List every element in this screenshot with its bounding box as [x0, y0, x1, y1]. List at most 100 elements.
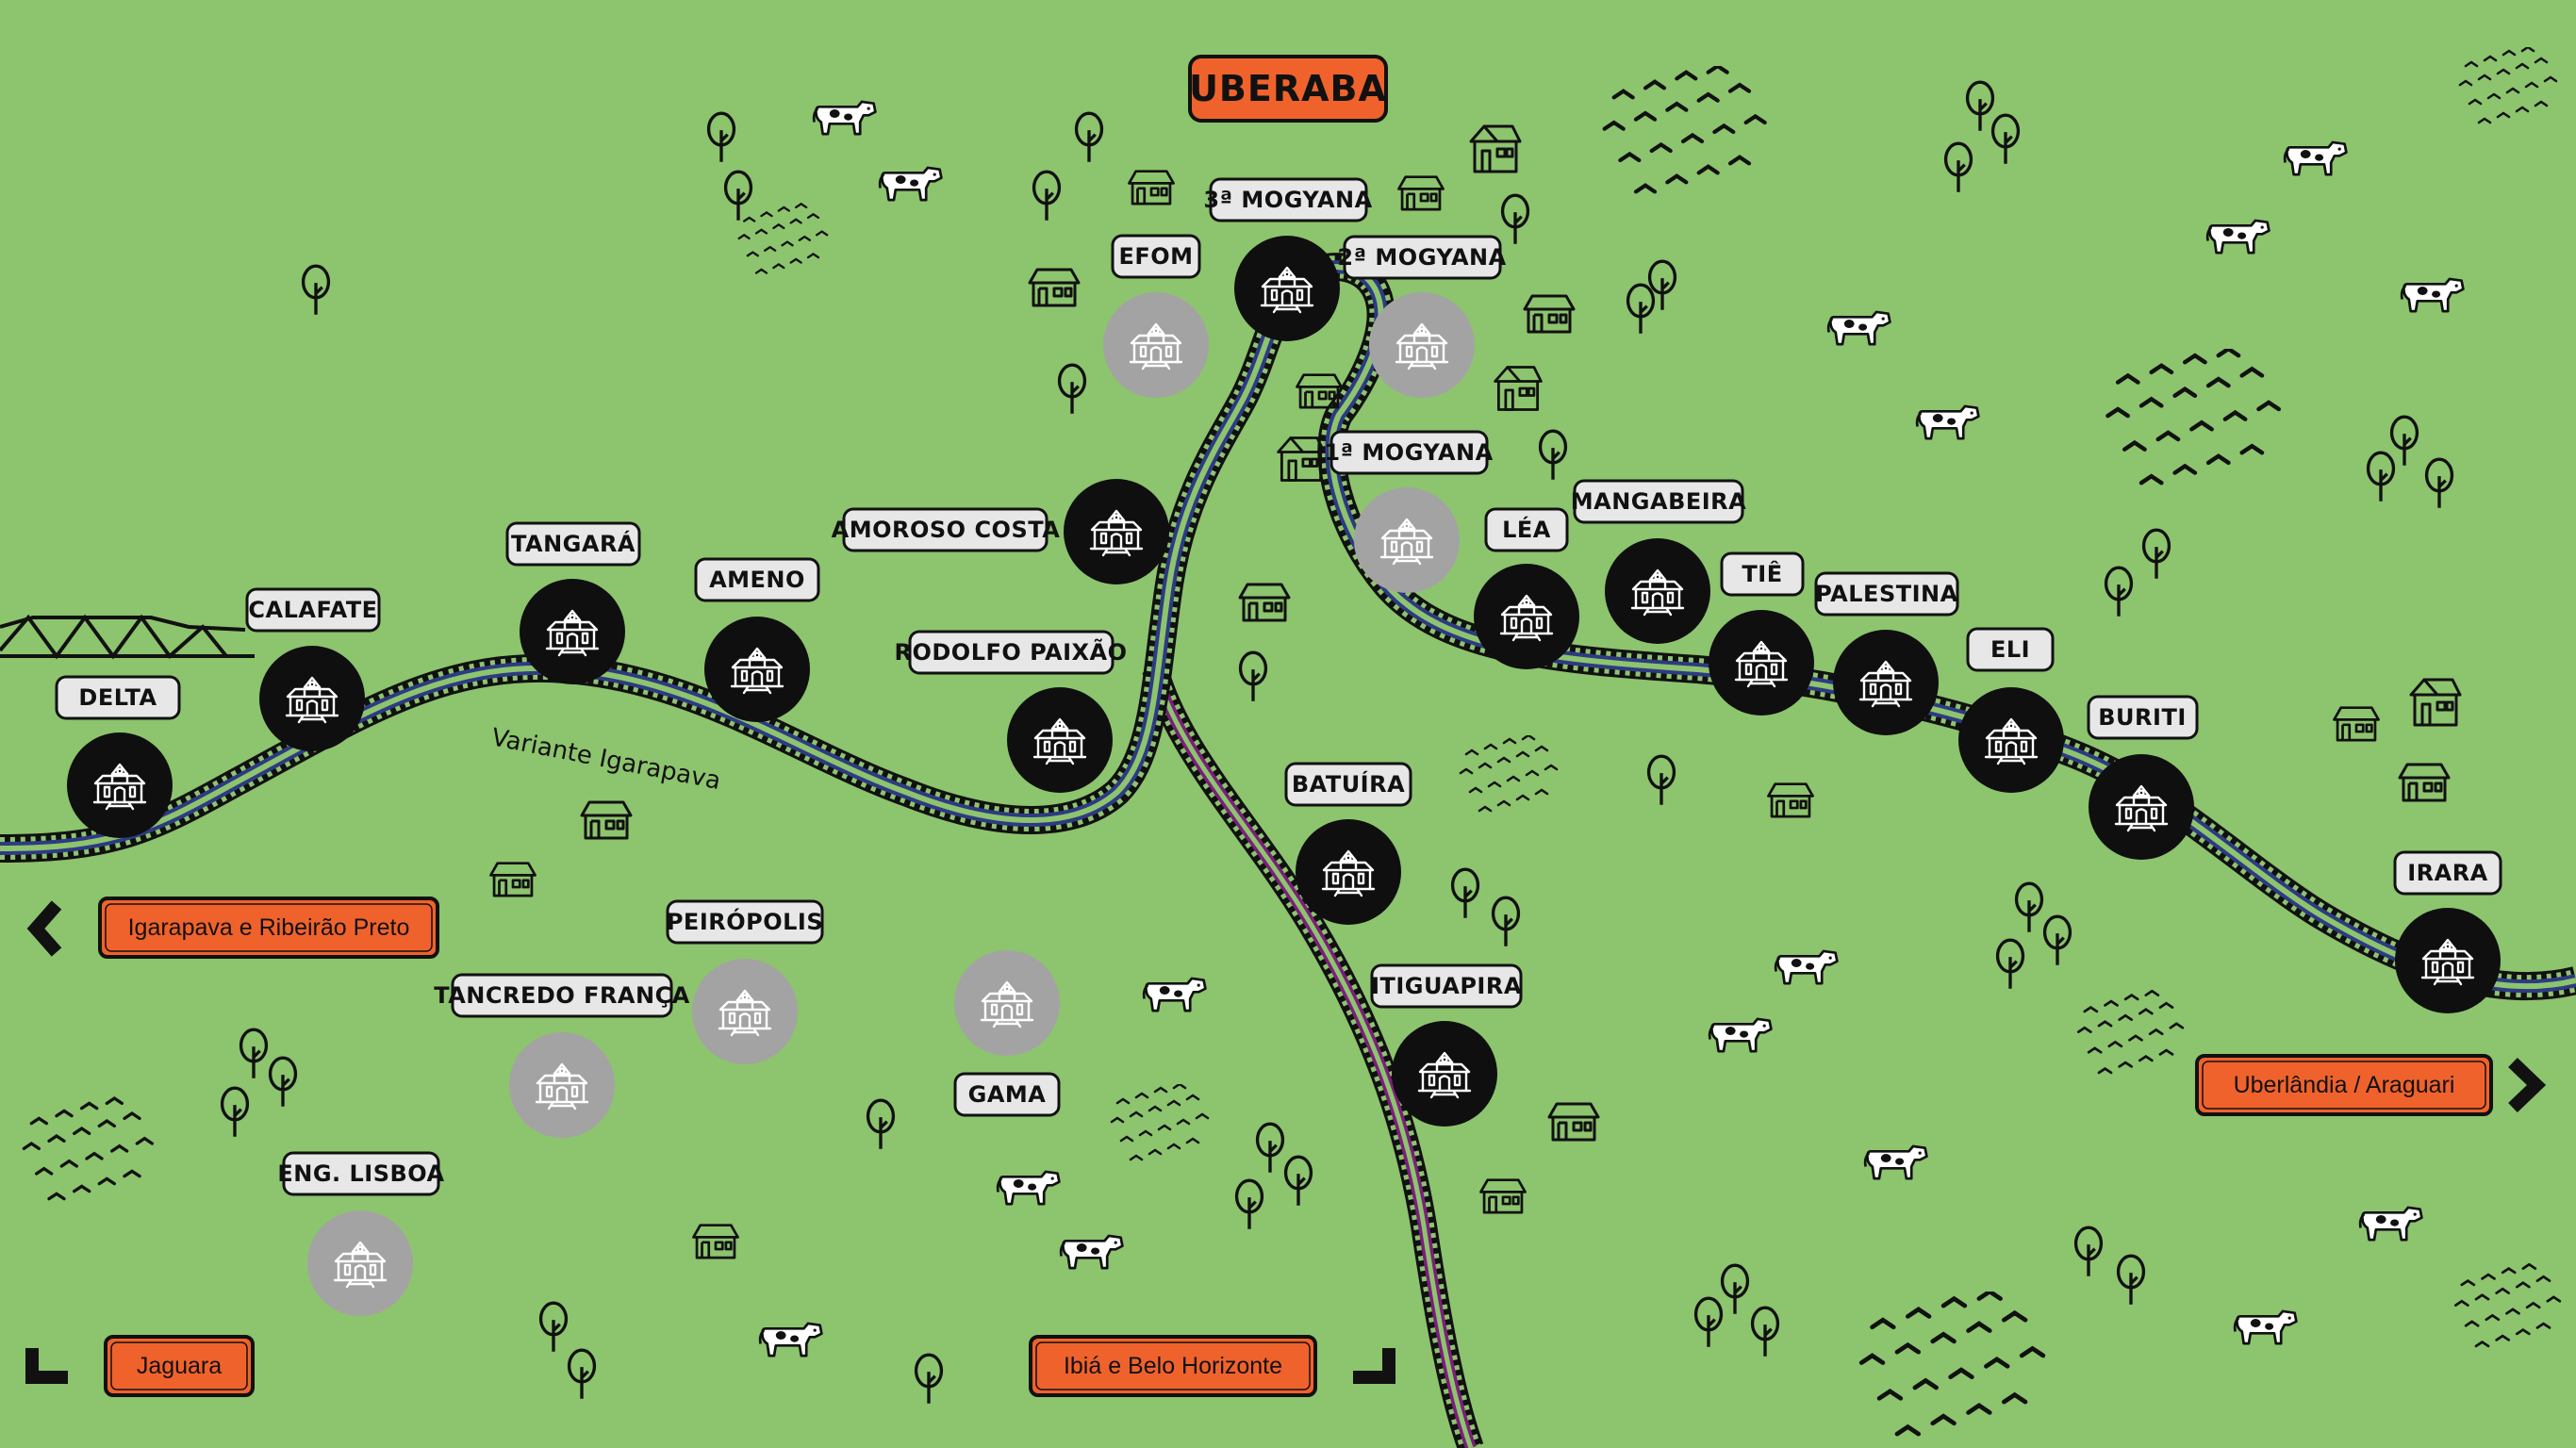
station-buriti[interactable]: BURITI [2087, 695, 2199, 860]
destination-east[interactable]: Uberlândia / Araguari [2195, 1054, 2547, 1116]
house-icon [489, 862, 537, 897]
station-amoroso-costa[interactable]: AMOROSO COSTA [832, 479, 1169, 584]
station-delta[interactable]: DELTA [55, 675, 181, 838]
station-label: IRARA [2407, 860, 2488, 886]
tree-icon [866, 1098, 896, 1151]
station-gama[interactable]: GAMA [953, 950, 1061, 1117]
station-palestina[interactable]: PALESTINA [1814, 571, 1959, 735]
tree-icon [2073, 1226, 2104, 1278]
station-tangara[interactable]: TANGARÁ [505, 521, 641, 684]
tree-icon [723, 170, 753, 222]
house-icon [1028, 268, 1081, 307]
cow-icon [2233, 1309, 2298, 1345]
tree-icon [1538, 429, 1568, 482]
destination-label: Igarapava e Ribeirão Preto [128, 914, 410, 941]
tree-icon [1750, 1306, 1780, 1358]
arrow-left-icon [26, 900, 62, 957]
station-efom[interactable]: EFOM [1103, 234, 1209, 398]
station-label: AMENO [709, 567, 805, 593]
arrow-down-left-icon [25, 1348, 68, 1384]
station-tie[interactable]: TIÊ [1709, 551, 1814, 716]
house-icon [1767, 782, 1814, 818]
house-icon [2398, 763, 2451, 802]
house-icon [1479, 1178, 1527, 1214]
house-icon [1128, 170, 1175, 206]
station-label: BURITI [2098, 704, 2187, 731]
tree-icon [1720, 1263, 1750, 1316]
station-irara[interactable]: IRARA [2393, 850, 2502, 1013]
grass-icon [1459, 735, 1559, 813]
house-icon [1494, 366, 1543, 411]
tree-icon [1943, 141, 1973, 194]
station-label: TIÊ [1742, 560, 1782, 587]
destination-label: Uberlândia / Araguari [2234, 1072, 2455, 1098]
destination-west[interactable]: Igarapava e Ribeirão Preto [26, 897, 439, 959]
grass-icon [1861, 1292, 2043, 1434]
cow-icon [2358, 1206, 2423, 1242]
station-eli[interactable]: ELI [1958, 627, 2064, 793]
tree-icon [1646, 754, 1676, 807]
station-calafate[interactable]: CALAFATE [245, 587, 381, 751]
destination-south[interactable]: Ibiá e Belo Horizonte [1029, 1335, 1395, 1397]
tree-icon [1450, 867, 1480, 920]
tree-icon [1238, 650, 1268, 703]
grass-icon [2458, 47, 2558, 124]
house-icon [1547, 1102, 1600, 1142]
station-itiguapira[interactable]: ITIGUAPIRA [1370, 963, 1523, 1127]
cow-icon [1708, 1017, 1773, 1053]
variant-label: Variante Igarapava [489, 723, 723, 796]
station-label: EFOM [1118, 243, 1193, 270]
station-3a-mogyana[interactable]: 3ª MOGYANA [1203, 177, 1372, 341]
tree-icon [1283, 1155, 1313, 1208]
tree-icon [1234, 1178, 1264, 1231]
station-label: ITIGUAPIRA [1371, 973, 1522, 999]
destination-label: Ibiá e Belo Horizonte [1064, 1353, 1282, 1379]
destination-southwest[interactable]: Jaguara [25, 1335, 255, 1397]
cow-icon [2205, 219, 2271, 255]
station-peiropolis[interactable]: PEIRÓPOLIS [666, 899, 824, 1064]
station-label: PEIRÓPOLIS [667, 907, 823, 935]
cow-icon [1915, 404, 1980, 440]
cow-icon [1826, 310, 1891, 346]
grass-icon [2453, 1263, 2562, 1348]
station-tancredo-franca[interactable]: TANCREDO FRANÇA [434, 973, 690, 1138]
cow-icon [758, 1322, 823, 1358]
station-label: ELI [1990, 636, 2030, 663]
tree-icon [1074, 111, 1104, 164]
grass-icon [2076, 990, 2185, 1075]
station-batuira[interactable]: BATUÍRA [1284, 762, 1412, 925]
cow-icon [1059, 1234, 1124, 1270]
station-ameno[interactable]: AMENO [694, 557, 820, 722]
station-rodolfo-paixao[interactable]: RODOLFO PAIXÃO [894, 630, 1127, 793]
station-label: GAMA [968, 1081, 1047, 1108]
cow-icon [996, 1170, 1061, 1206]
cow-icon [2283, 140, 2348, 176]
destination-label: Jaguara [137, 1353, 222, 1379]
station-2a-mogyana[interactable]: 2ª MOGYANA [1337, 235, 1506, 398]
station-mangabeira[interactable]: MANGABEIRA [1571, 479, 1747, 644]
stations: DELTA CALAFATE TANGARÁ AMENO [55, 177, 2502, 1316]
tree-icon [1032, 170, 1062, 222]
house-icon [1469, 124, 1522, 173]
station-label: LÉA [1502, 516, 1551, 543]
station-lea[interactable]: LÉA [1474, 507, 1579, 669]
house-icon [580, 800, 633, 840]
tree-icon [1693, 1296, 1724, 1349]
house-icon [1238, 583, 1291, 622]
cow-icon [878, 166, 943, 202]
station-label: RODOLFO PAIXÃO [894, 638, 1127, 666]
tree-icon [2116, 1254, 2146, 1307]
cow-icon [2400, 277, 2465, 313]
station-1a-mogyana[interactable]: 1ª MOGYANA [1324, 430, 1493, 593]
cow-icon [812, 100, 877, 136]
cow-icon [1774, 949, 1839, 985]
cow-icon [1142, 977, 1207, 1012]
station-label: TANCREDO FRANÇA [434, 982, 690, 1009]
tree-icon [706, 111, 736, 164]
cow-icon [1863, 1144, 1928, 1180]
tree-icon [538, 1301, 569, 1354]
station-eng-lisboa[interactable]: ENG. LISBOA [277, 1151, 444, 1316]
tree-icon [220, 1086, 250, 1139]
station-label: MANGABEIRA [1571, 488, 1747, 515]
